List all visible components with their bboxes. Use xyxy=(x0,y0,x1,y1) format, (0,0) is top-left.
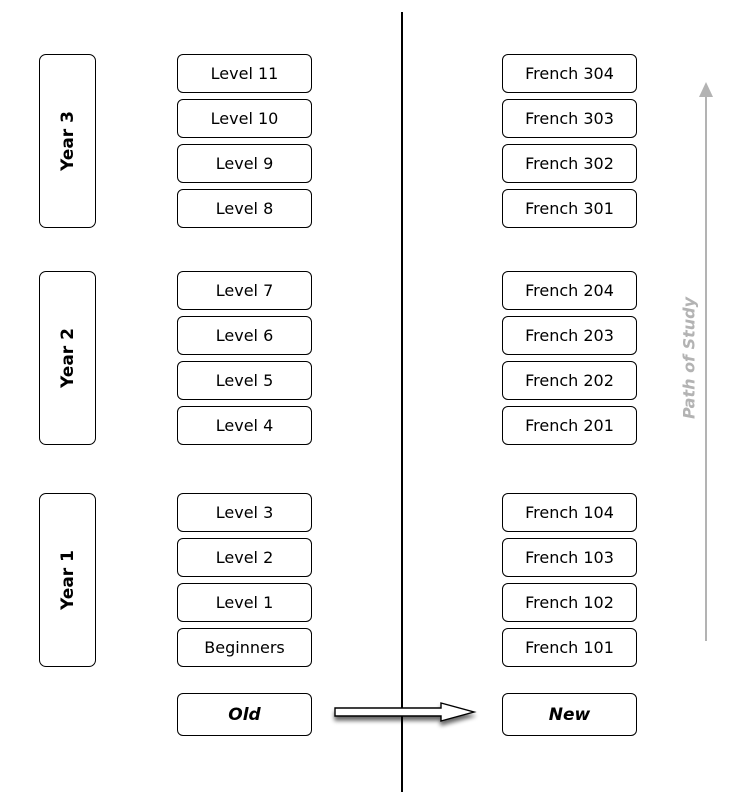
old-level-box: Level 2 xyxy=(177,538,312,577)
old-level-box: Beginners xyxy=(177,628,312,667)
old-level-box: Level 3 xyxy=(177,493,312,532)
new-course-box: French 104 xyxy=(502,493,637,532)
new-label-box: New xyxy=(502,693,637,736)
old-level-box: Level 6 xyxy=(177,316,312,355)
new-course-box: French 303 xyxy=(502,99,637,138)
year-box-1: Year 1 xyxy=(39,493,96,667)
old-level-box: Level 10 xyxy=(177,99,312,138)
year-label: Year 1 xyxy=(57,550,78,610)
old-level-box: Level 1 xyxy=(177,583,312,622)
old-level-box: Level 11 xyxy=(177,54,312,93)
new-course-box: French 304 xyxy=(502,54,637,93)
transition-arrow-icon xyxy=(334,702,477,722)
new-course-box: French 203 xyxy=(502,316,637,355)
new-course-box: French 102 xyxy=(502,583,637,622)
path-of-study-label: Path of Study xyxy=(679,296,699,420)
year-label: Year 3 xyxy=(57,111,78,171)
new-course-box: French 101 xyxy=(502,628,637,667)
old-level-box: Level 9 xyxy=(177,144,312,183)
old-level-box: Level 4 xyxy=(177,406,312,445)
new-course-box: French 201 xyxy=(502,406,637,445)
old-label-box: Old xyxy=(177,693,312,736)
old-level-box: Level 7 xyxy=(177,271,312,310)
old-level-box: Level 8 xyxy=(177,189,312,228)
old-level-box: Level 5 xyxy=(177,361,312,400)
new-course-box: French 202 xyxy=(502,361,637,400)
new-course-box: French 301 xyxy=(502,189,637,228)
year-box-2: Year 2 xyxy=(39,271,96,445)
new-course-box: French 103 xyxy=(502,538,637,577)
center-divider xyxy=(401,12,403,792)
new-course-box: French 302 xyxy=(502,144,637,183)
year-label: Year 2 xyxy=(57,328,78,388)
path-of-study-arrow-icon xyxy=(699,82,713,641)
year-box-3: Year 3 xyxy=(39,54,96,228)
new-course-box: French 204 xyxy=(502,271,637,310)
